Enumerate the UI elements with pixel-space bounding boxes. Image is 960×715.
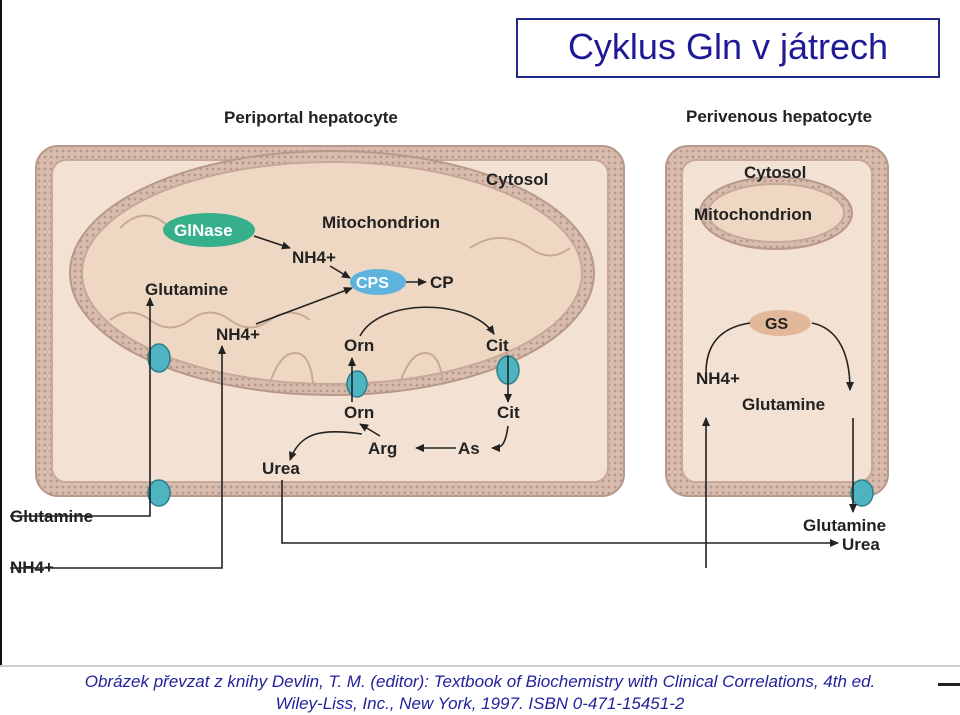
title-box: Cyklus Gln v játrech xyxy=(516,18,940,78)
cit-inside-label: Cit xyxy=(486,336,509,355)
cp-label: CP xyxy=(430,273,454,292)
nh4-mito-label: NH4+ xyxy=(292,248,336,267)
glnase-enzyme xyxy=(163,213,255,247)
transporter-glutamine-perivenous xyxy=(850,479,874,507)
cytosol-label-right: Cytosol xyxy=(744,163,806,182)
transporter-orn xyxy=(346,370,368,398)
nh4-right-label: NH4+ xyxy=(696,369,740,388)
arg-label: Arg xyxy=(368,439,397,458)
left-border-line xyxy=(0,0,2,665)
caption-line-1: Obrázek převzat z knihy Devlin, T. M. (e… xyxy=(84,672,876,691)
gs-label: GS xyxy=(765,316,788,333)
mitochondrion-right xyxy=(699,176,853,250)
perivenous-label: Perivenous hepatocyte xyxy=(686,107,872,126)
mitochondrion-label-right: Mitochondrion xyxy=(694,205,812,224)
urea-out-label: Urea xyxy=(842,535,880,554)
periportal-label: Periportal hepatocyte xyxy=(224,108,398,127)
bottom-divider xyxy=(0,665,960,667)
cytosol-label-left: Cytosol xyxy=(486,170,548,189)
pathway-arrows xyxy=(10,235,857,569)
orn-outside-label: Orn xyxy=(344,403,374,422)
glutamine-mito-label: Glutamine xyxy=(145,280,228,299)
cps-label: CPS xyxy=(356,275,389,292)
cit-outside-label: Cit xyxy=(497,403,520,422)
glutamine-out-label: Glutamine xyxy=(803,516,886,535)
transporter-glutamine-mito xyxy=(147,343,171,373)
orn-inside-label: Orn xyxy=(344,336,374,355)
urea-left-label: Urea xyxy=(262,459,300,478)
page-title: Cyklus Gln v játrech xyxy=(567,26,889,67)
gs-enzyme xyxy=(749,310,811,336)
glutamine-right-label: Glutamine xyxy=(742,395,825,414)
glutamine-cycle-diagram: Periportal hepatocyte Perivenous hepatoc… xyxy=(10,107,889,577)
nh4-cytosol-label: NH4+ xyxy=(216,325,260,344)
slide-marker xyxy=(938,683,960,686)
glnase-label: GlNase xyxy=(174,221,233,240)
as-label: As xyxy=(458,439,480,458)
transporter-glutamine-cell xyxy=(147,479,171,507)
mitochondrion-label-left: Mitochondrion xyxy=(322,213,440,232)
cps-enzyme xyxy=(350,269,406,295)
caption-line-2: Wiley-Liss, Inc., New York, 1997. ISBN 0… xyxy=(275,694,685,713)
